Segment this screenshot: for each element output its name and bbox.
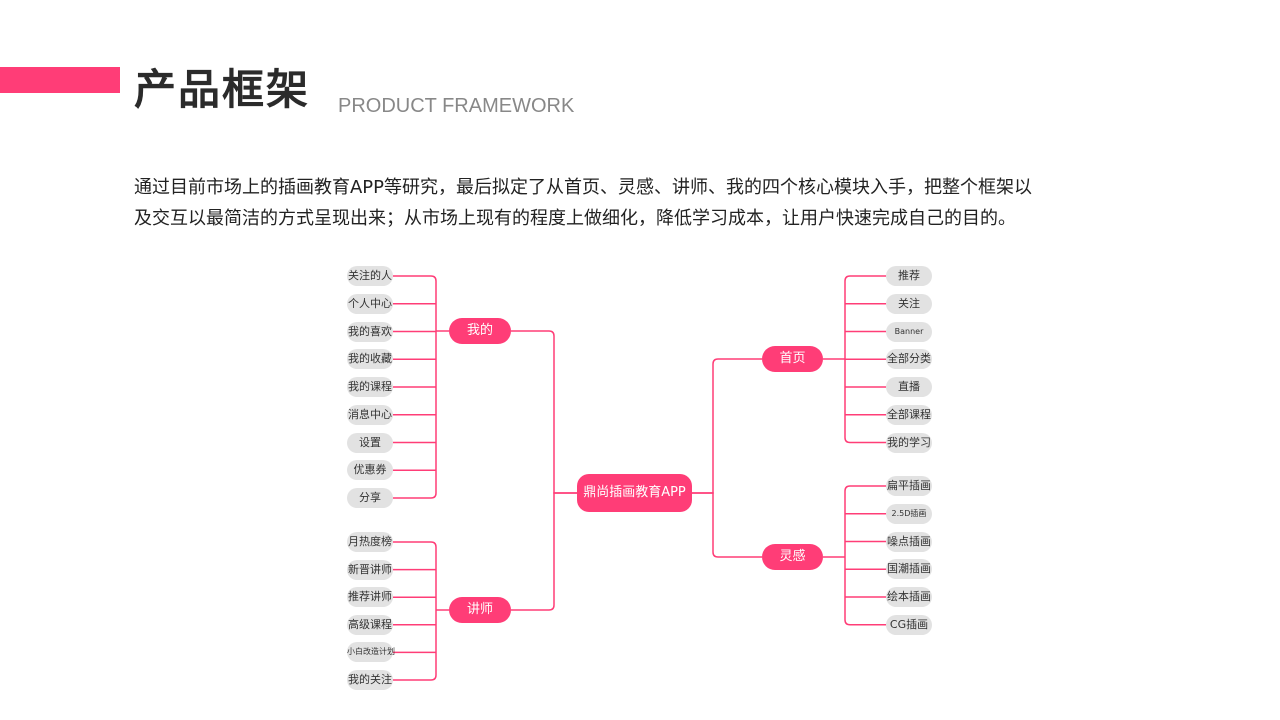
leaf-node[interactable]: 直播 bbox=[886, 377, 932, 397]
leaf-node[interactable]: 分享 bbox=[347, 488, 393, 508]
leaf-node[interactable]: 设置 bbox=[347, 432, 393, 453]
leaf-node[interactable]: 噪点插画 bbox=[886, 531, 932, 552]
leaf-node[interactable]: 我的学习 bbox=[886, 432, 932, 453]
trunk-line bbox=[692, 358, 762, 494]
leaf-node[interactable]: 全部分类 bbox=[886, 349, 932, 370]
leaf-node[interactable]: 我的收藏 bbox=[347, 349, 393, 370]
leaf-node[interactable]: 推荐讲师 bbox=[347, 587, 393, 608]
leaf-node[interactable]: 优惠券 bbox=[347, 460, 393, 481]
leaf-node[interactable]: 高级课程 bbox=[347, 614, 393, 635]
leaf-node[interactable]: Banner bbox=[886, 321, 932, 342]
leaf-node[interactable]: 2.5D插画 bbox=[886, 503, 932, 524]
branch-node[interactable]: 讲师 bbox=[449, 597, 511, 623]
leaf-node[interactable]: 新晋讲师 bbox=[347, 559, 393, 580]
accent-bar bbox=[0, 67, 120, 93]
leaf-node[interactable]: 我的喜欢 bbox=[347, 321, 393, 342]
branch-node[interactable]: 灵感 bbox=[762, 544, 823, 570]
page-subtitle: PRODUCT FRAMEWORK bbox=[338, 95, 575, 117]
leaf-node[interactable]: 消息中心 bbox=[347, 404, 393, 425]
root-node[interactable]: 鼎尚插画教育APP bbox=[577, 474, 692, 512]
leaf-node[interactable]: 我的课程 bbox=[347, 377, 393, 397]
leaf-node[interactable]: 全部课程 bbox=[886, 404, 932, 425]
leaf-node[interactable]: 国潮插画 bbox=[886, 559, 932, 580]
intro-line-2: 及交互以最简洁的方式呈现出来；从市场上现有的程度上做细化，降低学习成本，让用户快… bbox=[134, 208, 1016, 229]
intro-line-1: 通过目前市场上的插画教育APP等研究，最后拟定了从首页、灵感、讲师、我的四个核心… bbox=[134, 177, 1033, 198]
leaf-node[interactable]: 月热度榜 bbox=[347, 532, 393, 552]
branch-node[interactable]: 首页 bbox=[762, 346, 823, 372]
leaf-node[interactable]: 关注的人 bbox=[347, 266, 393, 286]
leaf-node[interactable]: 扁平插画 bbox=[886, 476, 932, 496]
leaf-node[interactable]: 推荐 bbox=[886, 266, 932, 286]
page-title: 产品框架 bbox=[134, 65, 311, 114]
leaf-node[interactable]: 小白改造计划 bbox=[347, 642, 395, 663]
trunk-line bbox=[511, 330, 577, 494]
leaf-node[interactable]: CG插画 bbox=[886, 614, 932, 635]
leaf-node[interactable]: 个人中心 bbox=[347, 293, 393, 314]
trunk-line bbox=[511, 492, 577, 611]
branch-node[interactable]: 我的 bbox=[449, 318, 511, 344]
leaf-node[interactable]: 我的关注 bbox=[347, 670, 393, 690]
leaf-node[interactable]: 关注 bbox=[886, 293, 932, 314]
trunk-line bbox=[692, 492, 762, 558]
intro-paragraph: 通过目前市场上的插画教育APP等研究，最后拟定了从首页、灵感、讲师、我的四个核心… bbox=[134, 172, 1144, 234]
spine-line bbox=[393, 541, 437, 681]
leaf-node[interactable]: 绘本插画 bbox=[886, 587, 932, 607]
spine-line bbox=[844, 485, 886, 626]
